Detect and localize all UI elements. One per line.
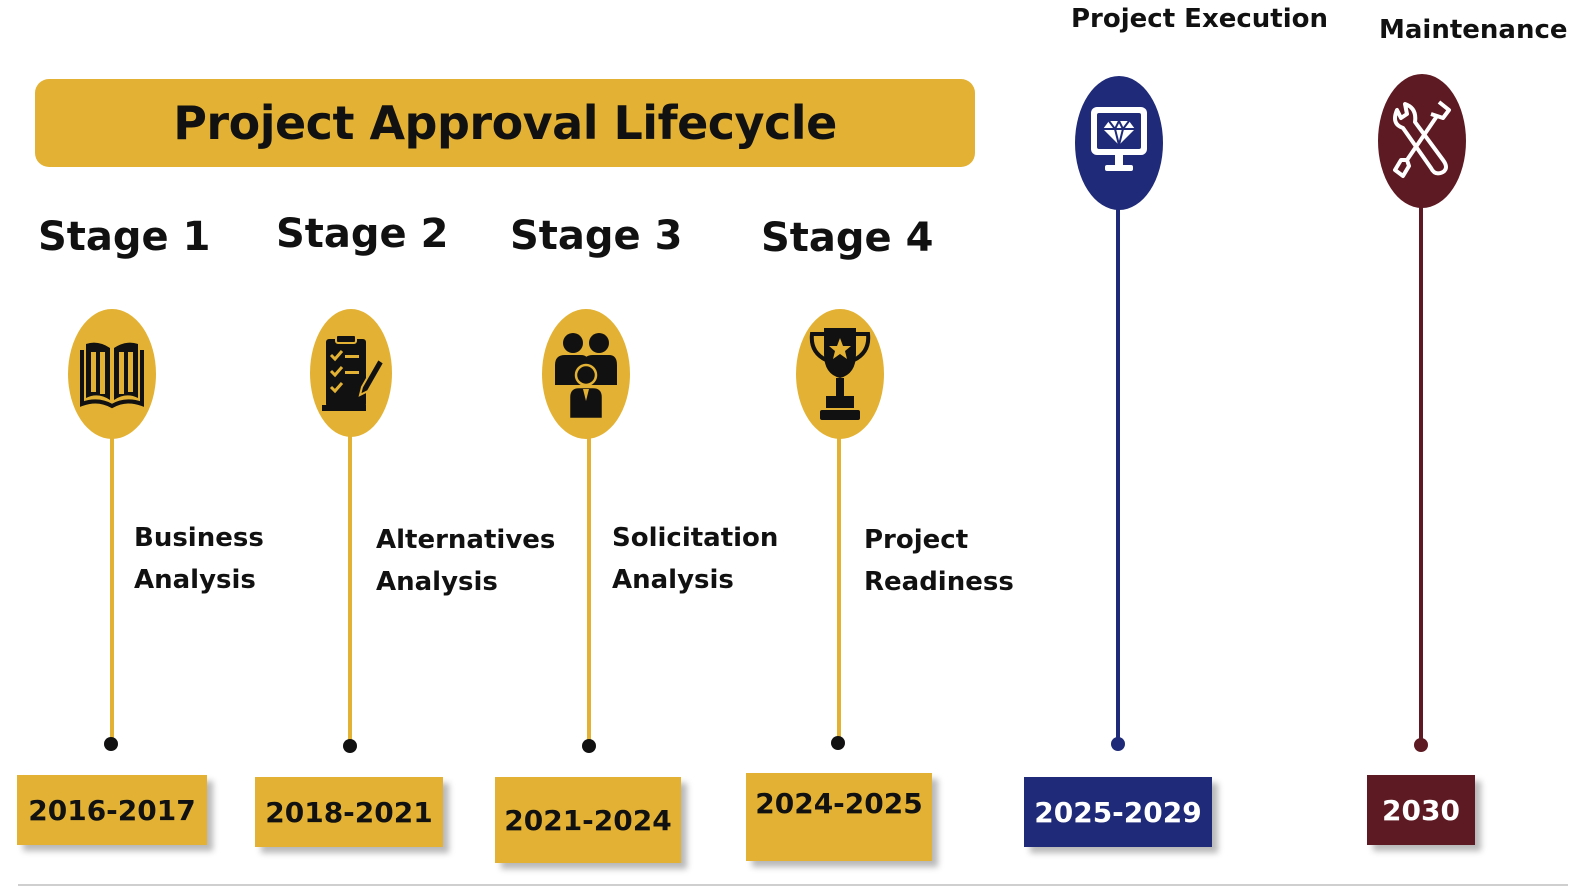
stage-3-desc-line2: Analysis [612,565,734,595]
stage-2-desc-line1: Alternatives [376,525,556,555]
maintenance-stem [1419,204,1423,742]
stage-1-pin [68,309,156,439]
bottom-divider [18,884,1568,886]
stage-3-dot [582,739,596,753]
monitor-diamond-icon [1087,101,1151,185]
trophy-icon [808,324,872,424]
stage-4-description: Project Readiness [864,519,1014,603]
people-group-icon [553,329,619,419]
maintenance-pin [1378,74,1466,208]
stage-3-description: Solicitation Analysis [612,517,778,601]
stage-3-pin [542,309,630,439]
stage-2-description: Alternatives Analysis [376,519,555,603]
stage-2-label: Stage 2 [276,211,449,257]
stage-4-desc-line1: Project [864,525,969,555]
stage-4-pin [796,309,884,439]
stage-1-desc-line1: Business [134,523,264,553]
stage-2-stem [348,434,352,744]
stage-4-desc-line2: Readiness [864,567,1014,597]
execution-years: 2025-2029 [1024,777,1212,847]
stage-1-description: Business Analysis [134,517,264,601]
stage-4-label: Stage 4 [761,215,934,261]
stage-3-desc-line1: Solicitation [612,523,779,553]
banner-title: Project Approval Lifecycle [173,96,837,150]
stage-1-label: Stage 1 [38,214,211,260]
execution-dot [1111,737,1125,751]
checklist-pencil-icon [318,331,384,415]
book-icon [80,334,144,414]
stage-2-dot [343,739,357,753]
stage-3-years: 2021-2024 [495,777,681,863]
execution-pin [1075,76,1163,210]
stage-4-stem [837,436,841,742]
maintenance-dot [1414,738,1428,752]
stage-1-dot [104,737,118,751]
stage-3-stem [587,436,591,744]
stage-1-stem [110,436,114,742]
stage-1-desc-line2: Analysis [134,565,256,595]
maintenance-years: 2030 [1367,775,1475,845]
stage-2-years: 2018-2021 [255,777,443,847]
stage-2-pin [310,309,392,437]
stage-2-desc-line2: Analysis [376,567,498,597]
stage-1-years: 2016-2017 [17,775,207,845]
stage-4-dot [831,736,845,750]
execution-label: Project Execution [1071,4,1328,34]
stage-3-label: Stage 3 [510,213,683,259]
stage-4-years: 2024-2025 [746,773,932,861]
maintenance-label: Maintenance [1379,15,1568,45]
wrench-screwdriver-icon [1387,96,1457,186]
execution-stem [1116,206,1120,742]
lifecycle-banner: Project Approval Lifecycle [35,79,975,167]
